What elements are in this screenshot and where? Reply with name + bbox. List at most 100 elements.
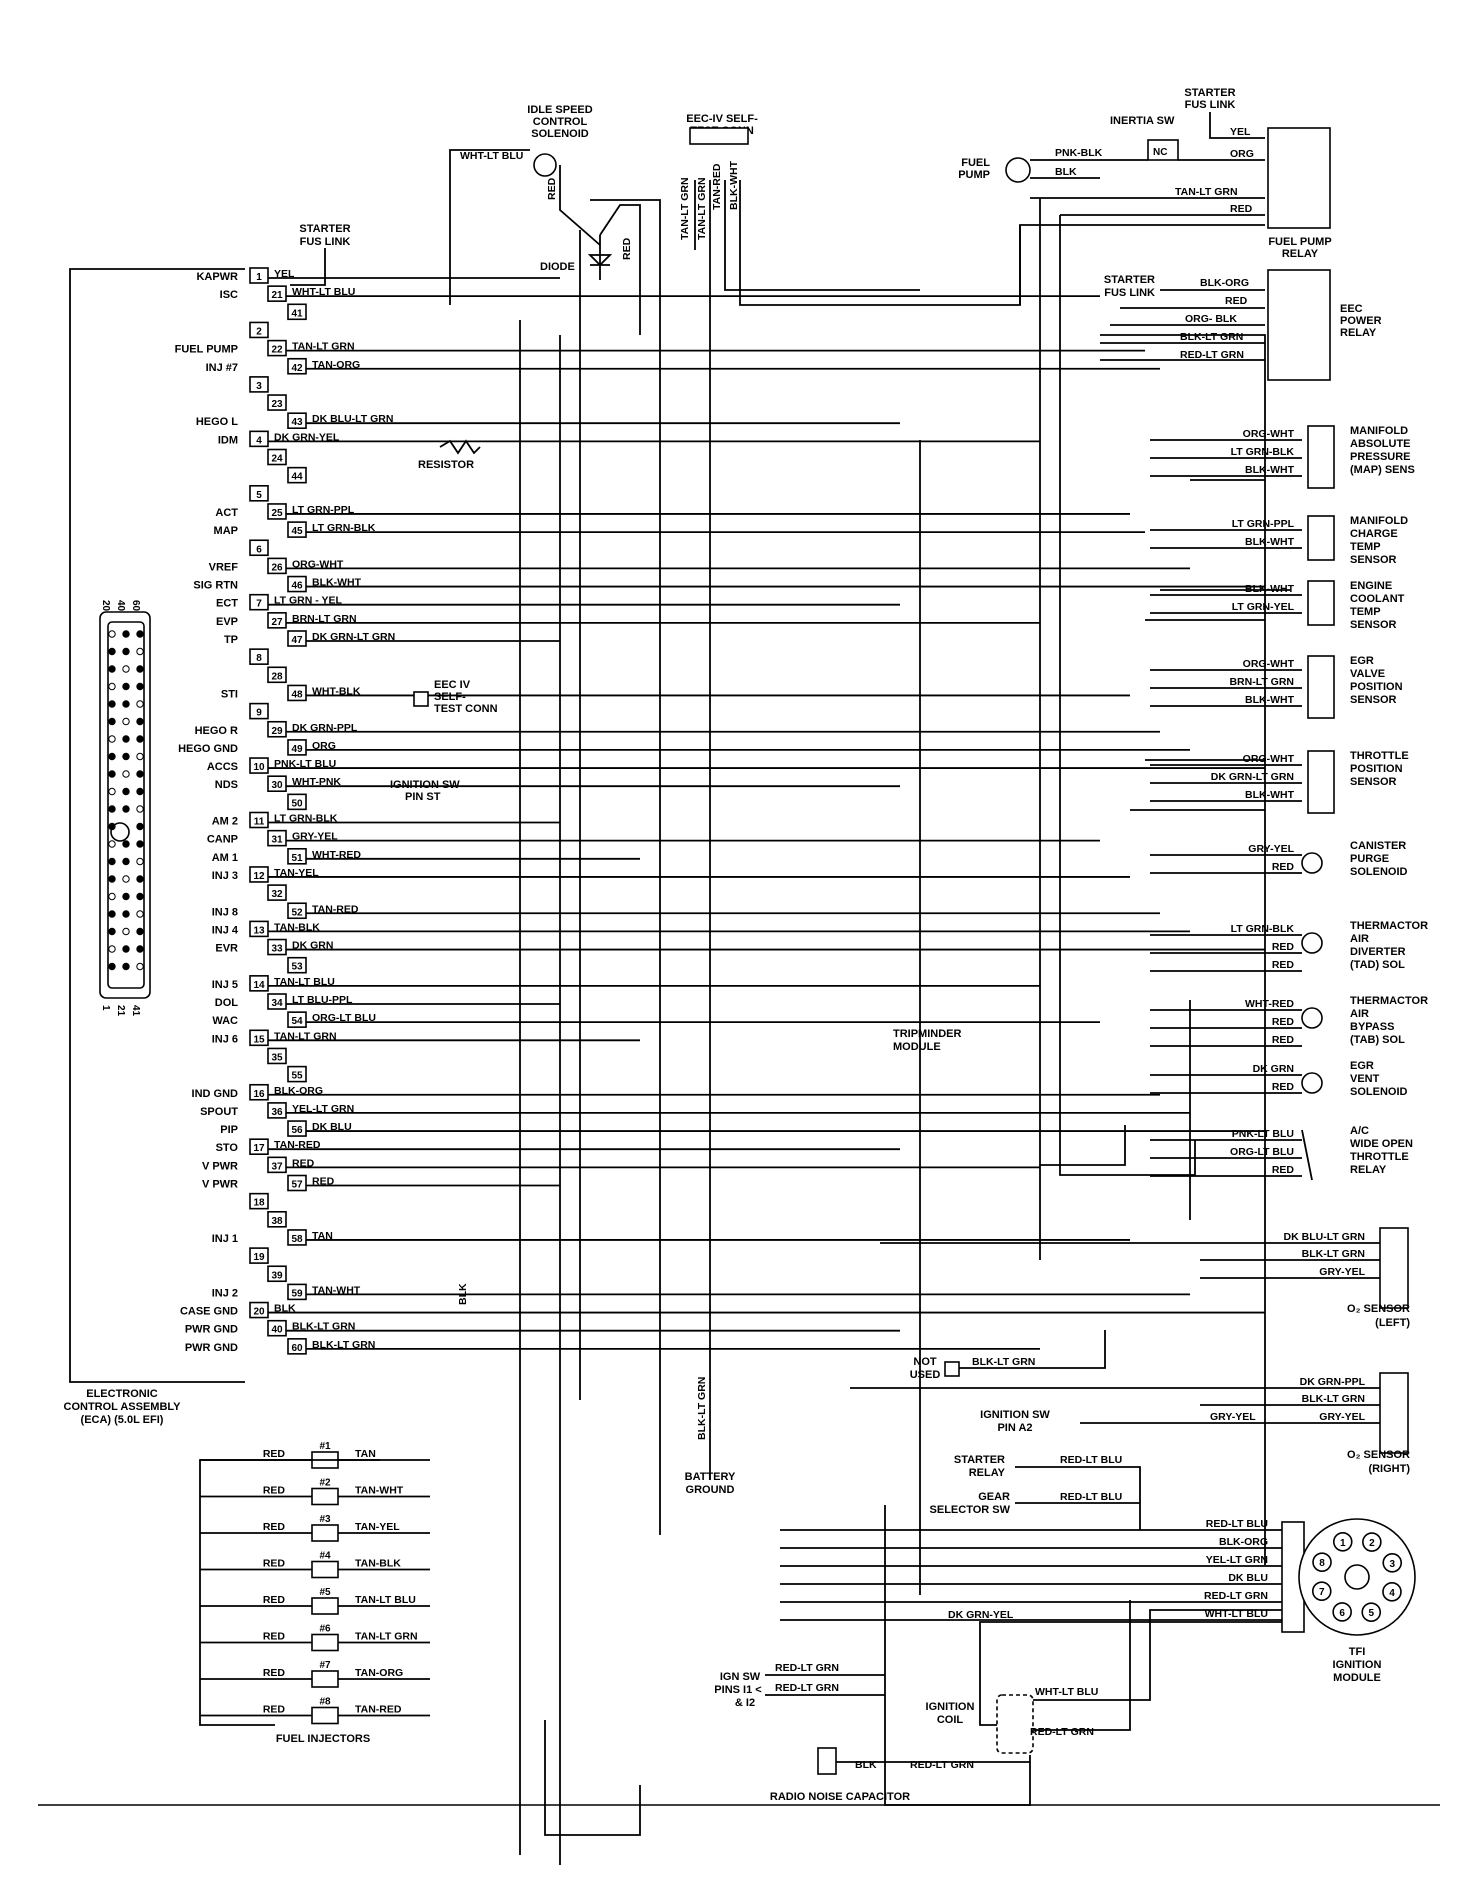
conn-bot-41: 41 bbox=[130, 1005, 141, 1017]
pin-function: KAPWR bbox=[196, 271, 238, 283]
pin-number: 45 bbox=[291, 526, 303, 537]
svg-text:TRIPMINDER: TRIPMINDER bbox=[893, 1028, 962, 1040]
sensor-wire-color: BLK-WHT bbox=[1245, 694, 1295, 706]
svg-text:RED: RED bbox=[263, 1448, 286, 1460]
pin-number: 15 bbox=[253, 1034, 265, 1045]
pin-number: 13 bbox=[253, 925, 265, 936]
svg-text:STARTER: STARTER bbox=[1184, 87, 1235, 99]
pin-wire-color: WHT-PNK bbox=[292, 776, 341, 788]
svg-text:USED: USED bbox=[910, 1369, 941, 1381]
pin-number: 9 bbox=[256, 708, 262, 719]
pin-function: ECT bbox=[216, 598, 238, 610]
sensor-name: SENSOR bbox=[1350, 554, 1397, 566]
svg-text:& I2: & I2 bbox=[735, 1697, 755, 1709]
svg-text:TEST CONN: TEST CONN bbox=[434, 703, 498, 715]
connector-cavity bbox=[108, 892, 116, 901]
pin-number: 4 bbox=[256, 435, 262, 446]
sensor-wire-color: RED bbox=[1272, 959, 1295, 971]
connector-cavity bbox=[122, 857, 130, 866]
eca-pin-8: 8 bbox=[249, 648, 269, 665]
pin-wire-color: DK BLU bbox=[312, 1121, 352, 1133]
sensor-name: TEMP bbox=[1350, 606, 1381, 618]
connector-cavity bbox=[136, 910, 144, 918]
eca-pin-18: 18 bbox=[249, 1192, 269, 1210]
pin-function: CANP bbox=[207, 834, 238, 846]
pin-wire-color: TAN-ORG bbox=[312, 359, 360, 371]
svg-text:BLK-LT GRN: BLK-LT GRN bbox=[972, 1356, 1035, 1368]
pin-function: INJ 3 bbox=[212, 870, 238, 882]
sensor-wire-color: LT GRN-PPL bbox=[1232, 518, 1295, 530]
svg-text:RED: RED bbox=[263, 1704, 286, 1716]
pin-function: STI bbox=[221, 688, 238, 700]
pin-function: INJ 5 bbox=[212, 979, 238, 991]
svg-text:#4: #4 bbox=[319, 1551, 331, 1562]
eca-pin-5: 5 bbox=[249, 484, 269, 502]
svg-text:SELF-: SELF- bbox=[434, 691, 466, 703]
pin-function: TP bbox=[224, 634, 238, 646]
svg-text:PUMP: PUMP bbox=[958, 169, 990, 181]
sensor-7: LT GRN-BLKREDREDTHERMACTORAIRDIVERTER(TA… bbox=[1150, 920, 1428, 972]
pin-number: 27 bbox=[271, 617, 283, 628]
svg-text:IGN SW: IGN SW bbox=[720, 1671, 761, 1683]
connector-cavity bbox=[122, 840, 130, 848]
sensor-name: A/C bbox=[1350, 1125, 1369, 1137]
pin-function: INJ #7 bbox=[206, 362, 238, 374]
pin-function: HEGO R bbox=[195, 725, 238, 737]
injector-bus bbox=[199, 1459, 380, 1726]
tfi-pin: 8 bbox=[1319, 1558, 1325, 1569]
pin-wire-color: PNK-LT BLU bbox=[274, 758, 336, 770]
pin-number: 20 bbox=[253, 1307, 265, 1318]
sensor-name: THROTTLE bbox=[1350, 750, 1409, 762]
tfi-pin: 6 bbox=[1339, 1608, 1345, 1619]
connector-cavity bbox=[108, 647, 116, 656]
sensor-name: TEMP bbox=[1350, 541, 1381, 553]
pin-wire-color: RED bbox=[312, 1176, 335, 1188]
pin-number: 47 bbox=[291, 635, 303, 646]
svg-text:RELAY: RELAY bbox=[969, 1467, 1006, 1479]
sensor-wire-color: DK GRN-LT GRN bbox=[1211, 771, 1294, 783]
pin-number: 50 bbox=[291, 798, 303, 809]
svg-text:WHT-LT BLU: WHT-LT BLU bbox=[460, 150, 523, 162]
svg-text:TAN-RED: TAN-RED bbox=[355, 1704, 402, 1716]
pin-wire-color: RED bbox=[292, 1157, 315, 1169]
svg-text:RED-LT BLU: RED-LT BLU bbox=[1060, 1491, 1122, 1503]
svg-text:DK GRN-YEL: DK GRN-YEL bbox=[948, 1609, 1014, 1621]
svg-text:RED: RED bbox=[263, 1667, 286, 1679]
connector-cavity bbox=[136, 945, 144, 953]
tfi-ignition-module: STARTER RELAY GEAR SELECTOR SW RED-LT BL… bbox=[780, 1454, 1416, 1684]
pin-wire-color: DK GRN-PPL bbox=[292, 722, 358, 734]
svg-text:BLK-LT GRN: BLK-LT GRN bbox=[696, 1377, 708, 1440]
svg-text:TAN-RED: TAN-RED bbox=[711, 163, 723, 210]
connector-cavity bbox=[122, 945, 130, 953]
connector-cavity bbox=[108, 822, 116, 831]
connector-cavity bbox=[122, 647, 130, 656]
eca-pin-9: 9 bbox=[249, 702, 269, 720]
eca-title-2: CONTROL ASSEMBLY bbox=[64, 1401, 182, 1413]
svg-text:PIN ST: PIN ST bbox=[405, 791, 441, 803]
pin-number: 19 bbox=[253, 1252, 265, 1263]
pin-wire-color: TAN-RED bbox=[274, 1139, 321, 1151]
sensor-wire-color: RED bbox=[1272, 1034, 1295, 1046]
pin-wire-color: TAN-LT GRN bbox=[274, 1030, 337, 1042]
svg-text:#2: #2 bbox=[319, 1478, 331, 1489]
connector-cavity bbox=[108, 805, 116, 813]
pin-number: 43 bbox=[291, 417, 303, 428]
sensor-wire-color: BLK-WHT bbox=[1245, 536, 1295, 548]
pin-number: 49 bbox=[291, 744, 303, 755]
connector-cavity bbox=[136, 735, 144, 743]
pin-number: 38 bbox=[271, 1216, 283, 1227]
sensor-name: THROTTLE bbox=[1350, 1151, 1409, 1163]
